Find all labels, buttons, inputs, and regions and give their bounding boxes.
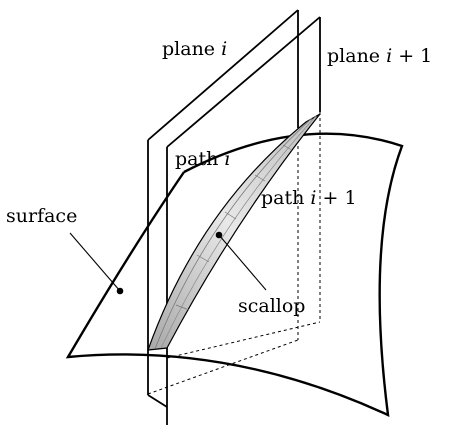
label-path-i-plus-1: path i + 1 [261, 187, 357, 209]
scallop-strip [147, 113, 321, 351]
label-plane-i: plane i [162, 38, 227, 60]
label-path-i: path i [175, 148, 230, 170]
surface-dot [116, 287, 124, 295]
label-scallop: scallop [238, 295, 305, 317]
plane-i-plus-1 [166, 16, 321, 425]
plane-i [147, 9, 299, 408]
surface-outline [65, 132, 404, 417]
scallop-dot [215, 231, 223, 239]
scallop-leader [218, 234, 267, 291]
label-plane-i-plus-1: plane i + 1 [327, 45, 432, 67]
surface-leader [69, 232, 121, 292]
label-surface: surface [6, 205, 77, 227]
